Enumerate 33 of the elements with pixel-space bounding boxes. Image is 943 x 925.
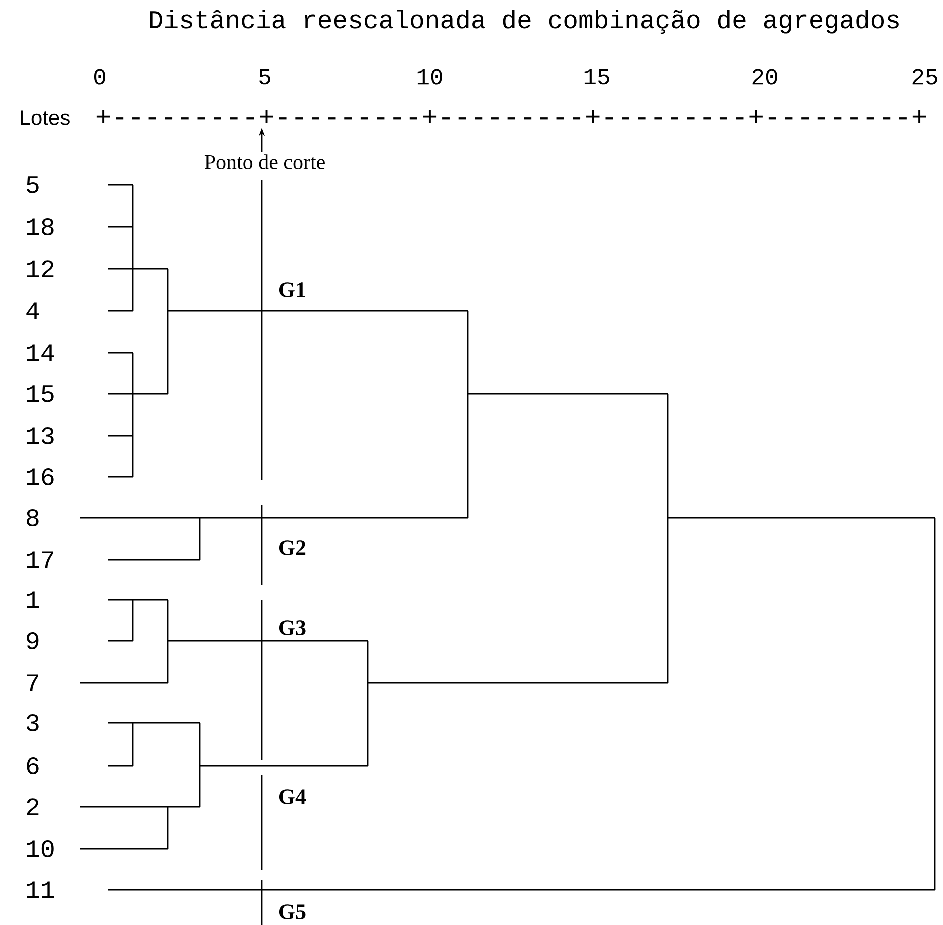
leaf-label: 2	[27, 798, 39, 816]
cut-point-label: Ponto de corte	[204, 154, 325, 170]
leaf-label: 1	[27, 592, 40, 608]
tick-label: 25	[912, 69, 938, 85]
leaf-label: 17	[27, 552, 54, 568]
tick-label: 15	[584, 69, 610, 85]
axis-scale: +---------+---------+---------+---------+---------+	[96, 110, 926, 124]
axis-label: Lotes	[21, 110, 70, 126]
leaf-label: 8	[27, 510, 39, 526]
leaf-label: 11	[27, 882, 54, 898]
leaf-label: 18	[27, 218, 54, 236]
leaf-label: 3	[26, 714, 39, 732]
tick-label: 10	[418, 69, 442, 85]
leaf-label: 15	[27, 386, 54, 402]
tick-label: 0	[94, 69, 106, 85]
axis-title: Distância reescalonada de combinação de agregados	[150, 10, 899, 34]
group-label: G3	[279, 620, 306, 636]
leaf-label: 6	[27, 758, 39, 774]
tick-label: 20	[752, 69, 778, 85]
tick-label: 5	[260, 69, 270, 85]
leaf-label: 10	[27, 840, 54, 858]
group-label: G4	[279, 790, 306, 804]
leaf-label: 12	[27, 260, 54, 278]
leaf-label: 4	[26, 302, 40, 320]
leaf-label: 16	[27, 468, 54, 486]
leaf-label: 7	[27, 674, 38, 692]
group-label: G5	[279, 904, 306, 920]
group-label: G2	[279, 540, 306, 556]
leaf-label: 5	[26, 176, 39, 194]
leaf-label: 13	[27, 428, 54, 444]
leaf-label: 14	[27, 344, 54, 362]
leaf-label: 9	[27, 632, 39, 650]
group-label: G1	[279, 282, 306, 298]
